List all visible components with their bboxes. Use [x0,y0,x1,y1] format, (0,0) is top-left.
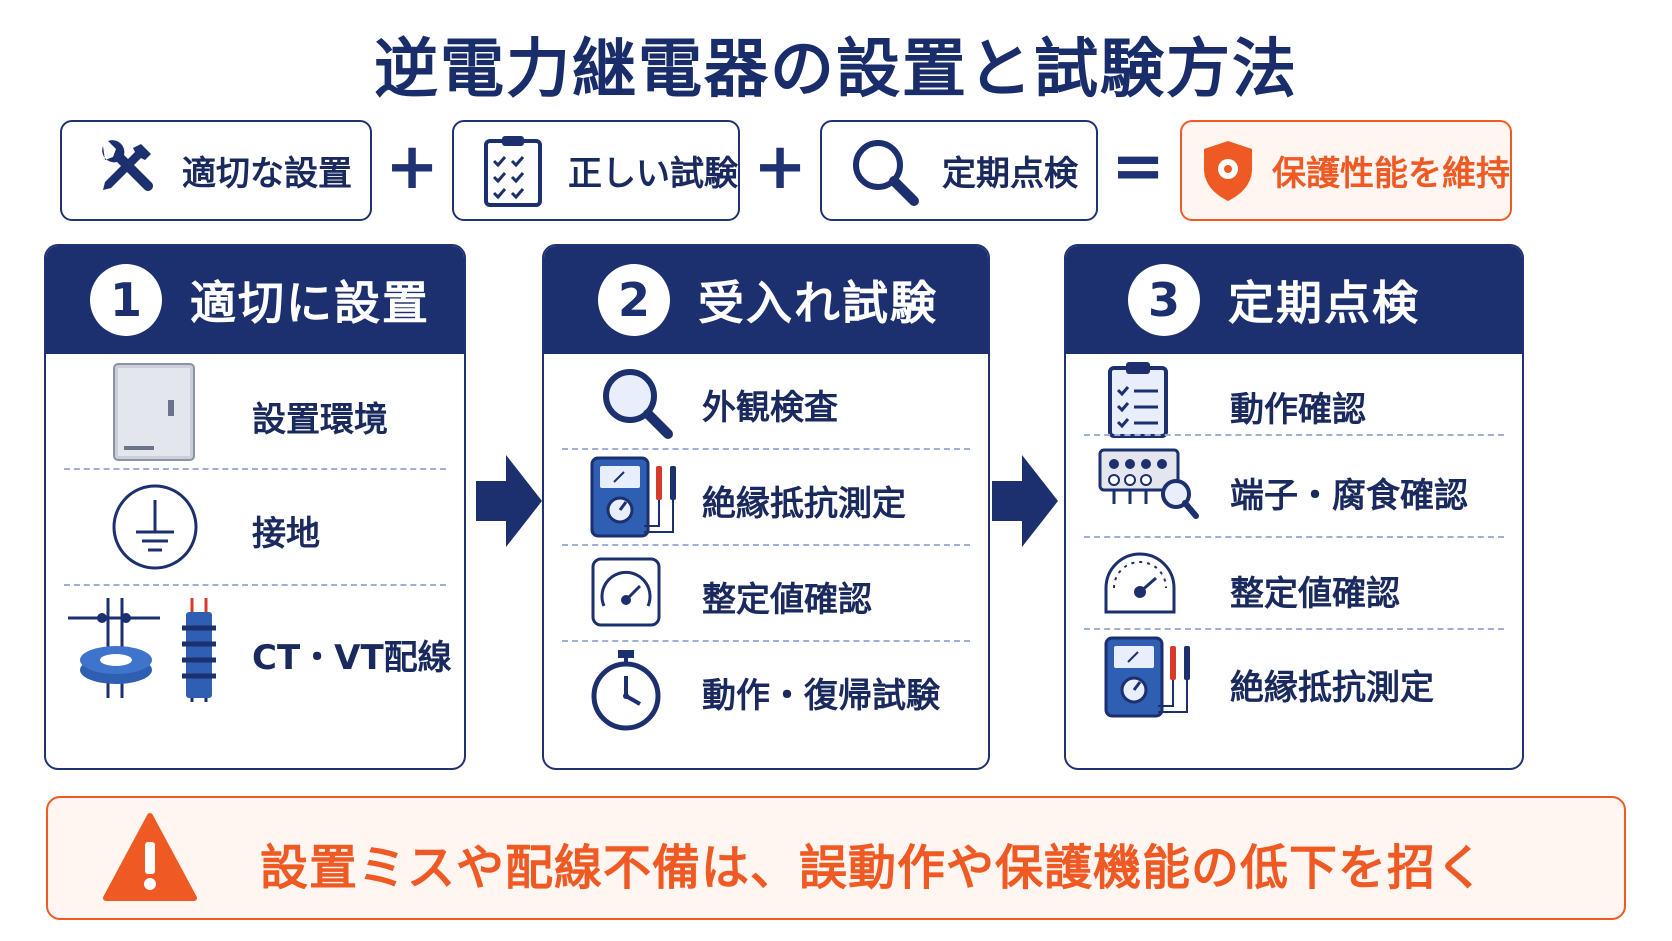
list-item-label: 整定値確認 [702,580,872,620]
ct-vt-icon [68,598,228,702]
list-item: 動作・復帰試験 [544,642,988,736]
arrow-right-icon [476,455,542,547]
formula-item-installation: 適切な設置 [60,120,372,221]
column-title: 定期点検 [1228,276,1420,330]
warning-text: 設置ミスや配線不備は、誤動作や保護機能の低下を招く [260,840,1486,896]
formula-result-label: 保護性能を維持 [1272,154,1510,194]
warning-banner: 設置ミスや配線不備は、誤動作や保護機能の低下を招く [46,796,1626,920]
list-item-label: CT・VT配線 [252,638,452,678]
plus-operator: + [385,130,439,204]
step-number: 1 [90,264,162,336]
column-header: 2 受入れ試験 [544,246,988,354]
divider [1084,434,1504,436]
column-installation: 1 適切に設置 設置環境 接地 [44,244,466,770]
column-acceptance-test: 2 受入れ試験 外観検査 絶縁抵抗測定 [542,244,990,770]
clipboard-checklist-icon [1106,360,1170,440]
list-item-label: 絶縁抵抗測定 [1230,668,1434,708]
column-periodic-inspection: 3 定期点検 動作確認 [1064,244,1524,770]
column-title: 受入れ試験 [698,276,938,330]
ground-symbol-icon [110,482,200,572]
clipboard-checklist-icon [476,131,550,211]
list-item-label: 動作・復帰試験 [702,676,940,716]
multimeter-icon [1102,636,1198,720]
list-item: 接地 [46,470,464,584]
step-number: 3 [1128,264,1200,336]
list-item: 設置環境 [46,354,464,468]
warning-triangle-icon [102,812,198,908]
list-item-label: 整定値確認 [1230,574,1400,614]
stopwatch-icon [588,648,664,732]
formula-item-inspection: 定期点検 [820,120,1098,221]
cabinet-icon [110,362,198,464]
multimeter-icon [588,456,684,540]
formula-item-label: 正しい試験 [568,154,738,194]
list-item-label: 動作確認 [1230,390,1366,430]
list-item: 絶縁抵抗測定 [1066,630,1522,730]
arrow-right-icon [992,455,1058,547]
formula-result: 保護性能を維持 [1180,120,1512,221]
list-item-label: 外観検査 [702,388,838,428]
list-item: 動作確認 [1066,354,1522,448]
terminal-block-icon [1096,446,1200,522]
shield-icon [1198,131,1258,211]
list-item-label: 接地 [252,514,320,554]
list-item-label: 絶縁抵抗測定 [702,484,906,524]
list-item: 整定値確認 [544,546,988,640]
list-item: 外観検査 [544,354,988,448]
list-item: 整定値確認 [1066,538,1522,632]
formula-item-label: 定期点検 [942,154,1078,194]
list-item: 絶縁抵抗測定 [544,450,988,544]
equals-operator: = [1111,130,1165,204]
divider [562,640,970,642]
formula-item-testing: 正しい試験 [452,120,740,221]
column-header: 3 定期点検 [1066,246,1522,354]
divider [562,448,970,450]
gauge-icon [1100,548,1180,620]
magnifier-icon [598,364,674,440]
list-item: CT・VT配線 [46,586,464,716]
plus-operator: + [753,130,807,204]
tools-icon [84,131,164,211]
divider [64,468,446,470]
column-title: 適切に設置 [190,276,430,330]
magnifier-icon [844,131,924,211]
list-item-label: 設置環境 [252,400,388,440]
page-title: 逆電力継電器の設置と試験方法 [374,33,1298,107]
list-item-label: 端子・腐食確認 [1230,476,1468,516]
divider [64,584,446,586]
formula-item-label: 適切な設置 [182,154,352,194]
gauge-icon [590,556,662,628]
list-item: 端子・腐食確認 [1066,436,1522,536]
divider [1084,536,1504,538]
divider [562,544,970,546]
step-number: 2 [598,264,670,336]
column-header: 1 適切に設置 [46,246,464,354]
divider [1084,628,1504,630]
